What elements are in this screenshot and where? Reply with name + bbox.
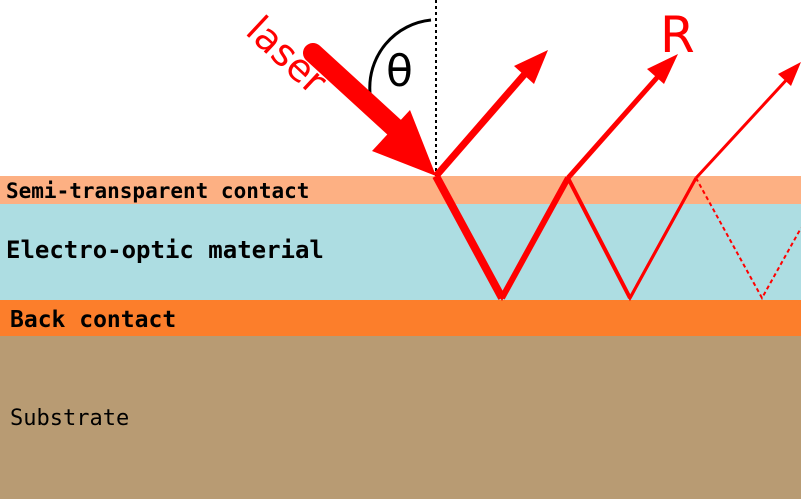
reflected-beam-1 [433, 65, 533, 179]
reflected-arrowhead-3 [778, 62, 801, 86]
incident-beam [303, 43, 405, 138]
internal-beam-continuation [695, 177, 801, 301]
label-electro-optic-material: Electro-optic material [6, 236, 324, 264]
internal-beam-second-pass [499, 176, 571, 300]
internal-beam-fourth-pass [628, 177, 698, 299]
layer-substrate [0, 336, 801, 499]
layer-electro-optic-material [0, 204, 801, 300]
label-back-contact: Back contact [10, 307, 176, 333]
incident-arrowhead [372, 110, 436, 176]
label-semi-transparent-contact: Semi-transparent contact [6, 179, 309, 203]
internal-beam-first-pass [432, 174, 506, 300]
internal-beam-third-pass [566, 177, 632, 299]
label-substrate: Substrate [10, 406, 129, 431]
reflected-beam-3 [694, 74, 792, 180]
angle-arc [368, 18, 432, 94]
reflected-arrowhead-2 [647, 54, 678, 84]
reflected-beam-2 [566, 70, 664, 180]
angle-label: θ [386, 46, 413, 97]
reflected-arrowhead-1 [514, 50, 548, 84]
layer-back-contact [0, 300, 801, 336]
layer-semi-transparent-contact [0, 176, 801, 204]
